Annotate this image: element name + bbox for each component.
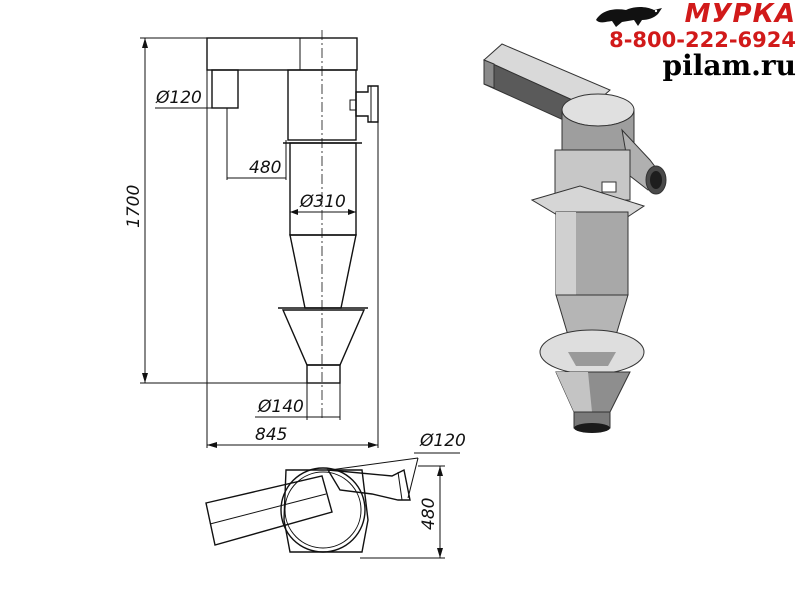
upper-cone: [289, 234, 357, 309]
exhaust-pipe: [211, 69, 239, 109]
height-dimension: 1700: [124, 185, 144, 228]
offset-480-label: 480: [249, 158, 281, 178]
plan-side-inlet: [326, 468, 411, 501]
top-duct: [206, 37, 358, 71]
brand-site[interactable]: pilam.ru: [662, 49, 796, 82]
plan-view: [205, 467, 411, 553]
width-dimension: 845: [255, 425, 287, 445]
outlet-pipe: [306, 364, 341, 384]
body-diameter-label: Ø310: [299, 192, 346, 212]
plan-top-duct: [205, 475, 333, 546]
brand-phone[interactable]: 8-800-222-6924: [609, 28, 796, 52]
plan-depth-label: 480: [419, 498, 439, 530]
front-view: [206, 30, 379, 420]
plan-body-circle: [280, 467, 366, 553]
brand-block: МУРКА 8-800-222-6924 pilam.ru: [581, 0, 796, 80]
panther-icon: [596, 7, 662, 27]
outlet-diameter-label: Ø140: [257, 397, 304, 417]
brand-name: МУРКА: [684, 0, 796, 29]
main-cylinder: [289, 142, 357, 236]
inlet-diameter-label: Ø120: [155, 88, 202, 108]
isometric-view: [483, 43, 667, 433]
plan-flange: [283, 469, 369, 553]
side-inlet: [355, 85, 379, 123]
plan-inlet-diameter-label: Ø120: [419, 431, 466, 451]
plan-dimensions: Ø120 480: [329, 431, 466, 559]
lower-cone: [281, 309, 366, 366]
front-dimensions: 1700 Ø120 480 Ø310 Ø140 845: [124, 37, 379, 448]
